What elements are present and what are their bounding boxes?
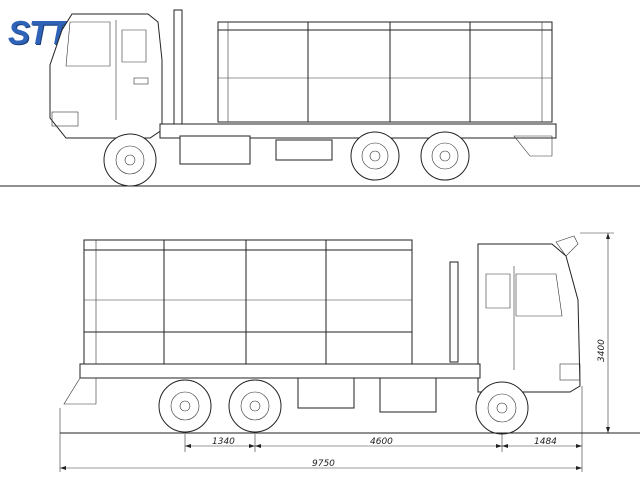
battery-box bbox=[275, 139, 333, 161]
cab-side-window bbox=[121, 29, 147, 63]
cab-window-lower bbox=[515, 273, 563, 317]
fuel-tank bbox=[179, 135, 251, 165]
exhaust-stack bbox=[173, 9, 183, 131]
dim-label-9750: 9750 bbox=[312, 459, 335, 469]
cab-body bbox=[49, 13, 163, 139]
rear-wheel-2 bbox=[420, 131, 470, 181]
dim-label-1340: 1340 bbox=[212, 437, 235, 447]
dimension-lines: 1340 4600 1484 9750 3400 bbox=[59, 232, 640, 472]
cab-side-window-lower bbox=[485, 273, 511, 309]
cab-window bbox=[65, 21, 111, 67]
front-bumper-lower bbox=[559, 363, 581, 381]
dim-label-4600: 4600 bbox=[370, 437, 393, 447]
chassis-frame bbox=[159, 123, 557, 139]
fuel-tank-lower bbox=[379, 377, 437, 413]
rear-mudguard-bracket bbox=[513, 135, 553, 157]
door-handle bbox=[133, 77, 149, 85]
cab-visor bbox=[555, 235, 579, 257]
rear-wheel-lower-2 bbox=[228, 379, 282, 433]
exhaust-stack-lower bbox=[449, 261, 459, 363]
dim-label-3400: 3400 bbox=[597, 339, 607, 362]
front-wheel bbox=[103, 133, 157, 187]
chassis-frame-lower bbox=[79, 363, 481, 379]
front-bumper bbox=[51, 111, 79, 127]
cab-body-lower bbox=[477, 243, 581, 393]
cargo-body bbox=[217, 21, 553, 123]
dim-label-1484: 1484 bbox=[534, 437, 557, 447]
truck-side-view-right bbox=[63, 235, 581, 435]
rear-wheel-lower-1 bbox=[158, 379, 212, 433]
rear-wheel-1 bbox=[350, 131, 400, 181]
cargo-body-lower bbox=[83, 239, 413, 365]
rear-bumper-lower bbox=[63, 377, 97, 405]
truck-side-view-left bbox=[0, 9, 640, 187]
battery-box-lower bbox=[297, 377, 355, 409]
front-wheel-lower bbox=[475, 381, 529, 435]
